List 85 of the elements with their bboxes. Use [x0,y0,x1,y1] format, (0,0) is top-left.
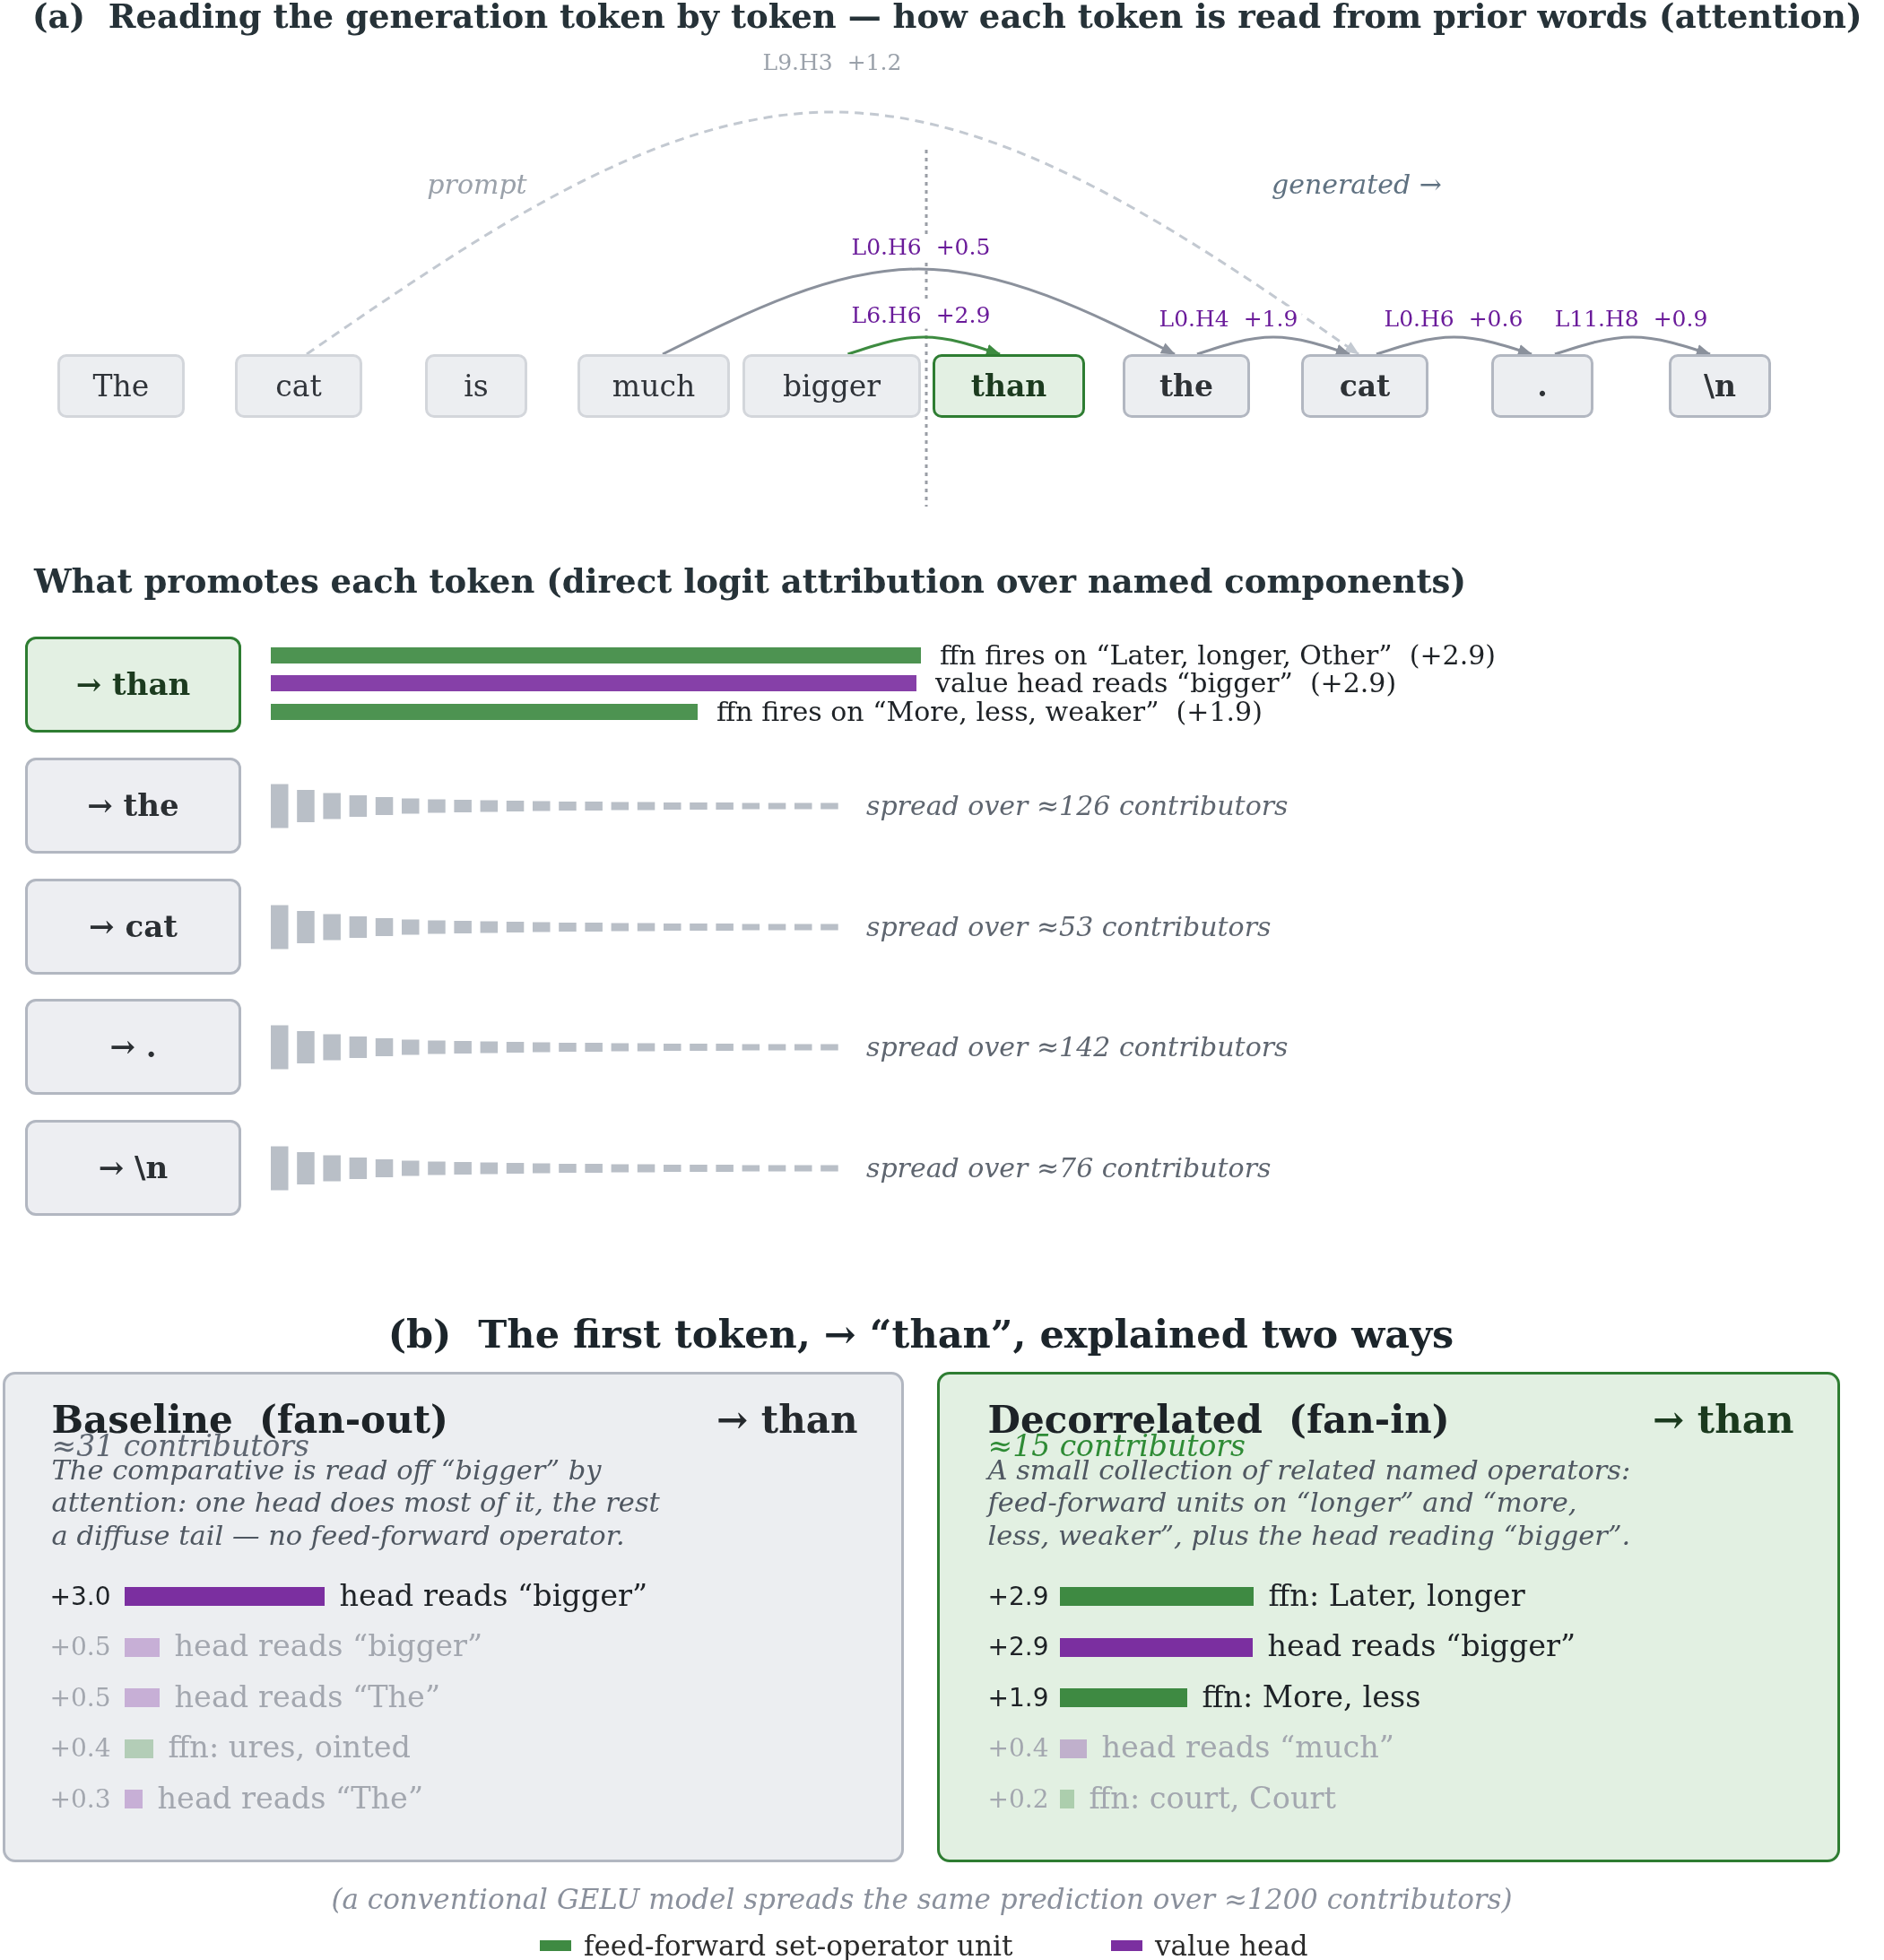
contribution-value: +1.9 [987,1682,1049,1713]
contribution-bar [124,1739,153,1758]
attention-arrow [1376,335,1532,356]
token-text: than [970,369,1047,403]
section-heading: (b) The first token, → “than”, explained two ways [387,1312,1454,1358]
contribution-value: +0.5 [49,1632,111,1662]
contribution-value: +3.0 [49,1581,111,1612]
contribution-label: ffn: Later, longer [1268,1577,1525,1614]
contribution-bar [124,1790,143,1808]
footnote: (a conventional GELU model spreads the same prediction over ≈1200 contributors) [331,1883,1513,1917]
region-label: generated → [1272,169,1442,201]
diagram-title: (a) Reading the generation token by token — how each token is read from prior words (attention) [32,0,1862,34]
contribution-value: +0.4 [49,1733,111,1764]
contribution-label: ffn: ures, ointed [168,1730,411,1765]
attention-arrow [306,110,1359,356]
token-text: \n [1703,369,1736,403]
contribution-bar [1059,1637,1253,1657]
contribution-label: head reads “bigger” [174,1628,483,1664]
contribution-value: +0.2 [987,1783,1049,1815]
token-text: → the [87,787,179,824]
token-text: → than [75,666,191,703]
contribution-label: head reads “The” [157,1780,424,1817]
token-box [742,354,921,418]
token-box [425,354,527,418]
spread-note: spread over ≈142 contributors [866,1030,1289,1063]
spread-note: spread over ≈76 contributors [866,1151,1272,1184]
token-text: bigger [782,369,881,403]
token-text: . [1537,369,1548,403]
contribution-label: ffn fires on “Later, longer, Other” (+2.9) [940,639,1496,672]
target-token-label: → than [716,1398,858,1442]
target-token-box [25,879,241,975]
token-box [235,354,362,418]
contribution-bar [271,647,921,663]
contribution-label: head reads “bigger” [339,1577,648,1614]
contribution-label: head reads “much” [1101,1730,1394,1765]
attention-arrow [1196,335,1350,356]
contribution-bar [124,1637,160,1657]
target-token-box [25,1120,241,1216]
token-box [577,354,730,418]
token-text: is [464,369,489,403]
spread-note: spread over ≈53 contributors [866,910,1272,943]
contribution-value: +2.9 [987,1632,1049,1662]
section-heading: What promotes each token (direct logit attribution over named components) [34,560,1466,602]
contribution-bar [271,704,698,720]
token-box [933,354,1085,418]
contribution-bar [1059,1790,1074,1808]
target-token-label: → than [1653,1398,1794,1442]
attention-arrow [1554,335,1711,356]
contribution-label: ffn: court, Court [1089,1780,1336,1817]
token-text: the [1159,369,1214,403]
token-text: much [612,369,696,403]
contribution-bar [1059,1587,1254,1606]
contribution-bar [124,1688,160,1707]
comparison-panel [3,1372,904,1862]
contribution-bar [124,1587,325,1606]
contribution-bar [271,675,916,691]
token-box [1301,354,1428,418]
token-text: → cat [89,908,178,945]
comparison-panel [937,1372,1840,1862]
contribution-bar [1059,1688,1187,1707]
token-text: → . [109,1028,157,1065]
target-token-box [25,999,241,1095]
region-label: prompt [427,169,527,201]
attention-arrow [662,267,1176,356]
spread-note: spread over ≈126 contributors [866,789,1289,822]
target-token-box [25,758,241,854]
token-text: cat [1339,369,1391,403]
token-text: cat [275,369,322,403]
legend-label: value head [1155,1931,1308,1960]
contribution-value: +0.5 [49,1682,111,1713]
token-box [57,354,185,418]
contribution-label: head reads “The” [174,1678,441,1715]
token-box [1123,354,1250,418]
contribution-value: +2.9 [987,1581,1049,1612]
contribution-label: ffn: More, less [1202,1678,1421,1715]
contribution-value: +0.3 [49,1783,111,1815]
attention-arrow [847,335,1001,356]
target-token-box [25,637,241,733]
token-text: The [92,369,150,403]
token-box [1669,354,1771,418]
token-box [1491,354,1593,418]
contribution-value: +0.4 [987,1733,1049,1764]
token-text: → \n [98,1149,169,1186]
contribution-label: head reads “bigger” [1267,1628,1576,1664]
contribution-bar [1059,1739,1087,1758]
